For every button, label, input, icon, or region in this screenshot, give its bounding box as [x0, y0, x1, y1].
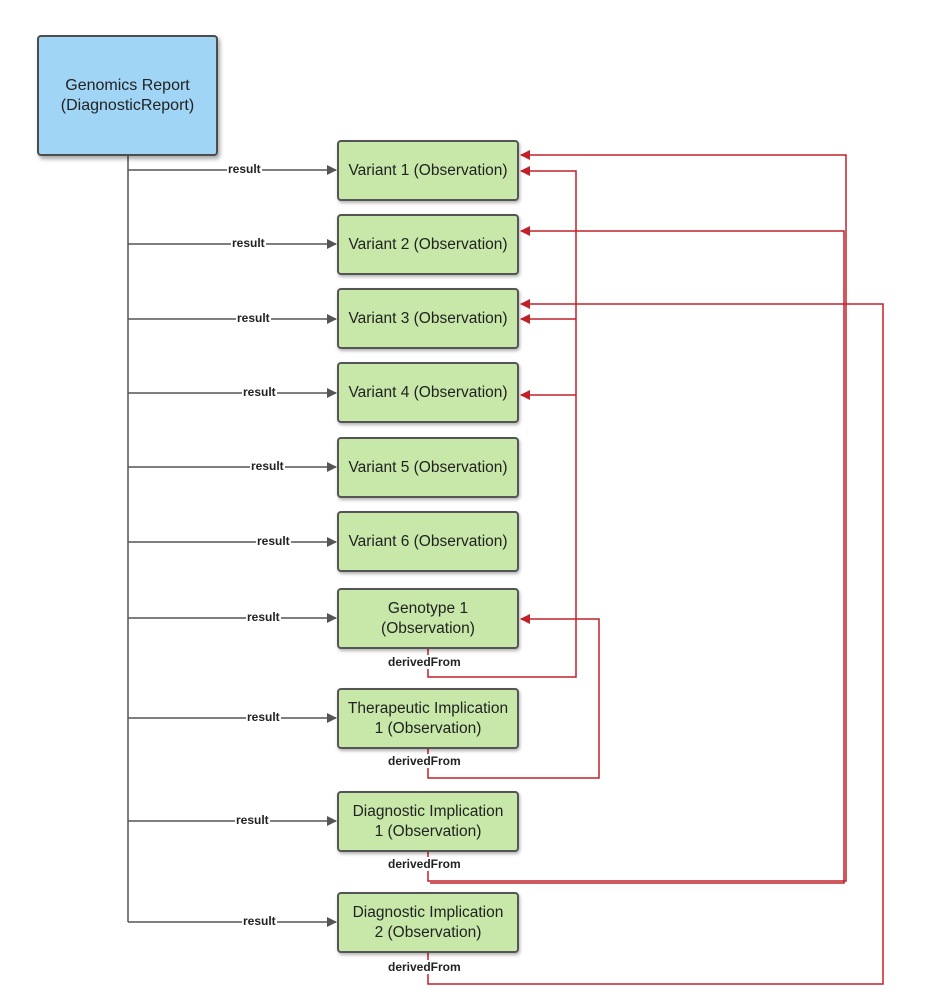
result-label-7: result	[246, 610, 281, 624]
node-label: Variant 3 (Observation)	[348, 309, 508, 327]
node-label: Diagnostic Implication	[352, 903, 504, 921]
genotype-1-node[interactable]: Genotype 1 (Observation)	[337, 588, 519, 649]
node-label: Variant 6 (Observation)	[348, 532, 508, 550]
result-label-4: result	[242, 385, 277, 399]
derived-edge-diag1-to-variant-1	[427, 150, 847, 882]
variant-4-node[interactable]: Variant 4 (Observation)	[337, 362, 519, 423]
variant-5-node[interactable]: Variant 5 (Observation)	[337, 437, 519, 498]
variant-6-node[interactable]: Variant 6 (Observation)	[337, 511, 519, 572]
variant-2-node[interactable]: Variant 2 (Observation)	[337, 214, 519, 275]
diagnostic-implication-1-node[interactable]: Diagnostic Implication 1 (Observation)	[337, 791, 519, 852]
therapeutic-implication-1-node[interactable]: Therapeutic Implication 1 (Observation)	[337, 688, 519, 749]
node-label-type: 2 (Observation)	[374, 923, 482, 941]
derived-label-diagnostic-2: derivedFrom	[387, 960, 462, 974]
node-label-type: 1 (Observation)	[374, 822, 482, 840]
result-label-1: result	[227, 162, 262, 176]
variant-3-node[interactable]: Variant 3 (Observation)	[337, 288, 519, 349]
variant-1-node[interactable]: Variant 1 (Observation)	[337, 140, 519, 201]
node-label-type: (Observation)	[381, 619, 475, 637]
node-label: Variant 4 (Observation)	[348, 383, 508, 401]
result-edges	[127, 156, 337, 927]
result-label-5: result	[250, 459, 285, 473]
derived-edge-therapeutic-to-genotype	[427, 614, 600, 779]
result-label-9: result	[235, 813, 270, 827]
result-label-6: result	[256, 534, 291, 548]
node-label: Variant 1 (Observation)	[348, 161, 508, 179]
derived-label-genotype: derivedFrom	[387, 655, 462, 669]
node-label: Variant 5 (Observation)	[348, 458, 508, 476]
result-label-10: result	[242, 914, 277, 928]
genomics-report-type: (DiagnosticReport)	[60, 96, 195, 114]
derived-label-diagnostic-1: derivedFrom	[387, 857, 462, 871]
diagnostic-implication-2-node[interactable]: Diagnostic Implication 2 (Observation)	[337, 892, 519, 953]
result-label-8: result	[246, 710, 281, 724]
node-label: Diagnostic Implication	[352, 802, 504, 820]
result-label-2: result	[231, 236, 266, 250]
derived-edge-diag1-to-variant-2	[430, 226, 845, 884]
result-label-3: result	[236, 311, 271, 325]
genomics-report-title: Genomics Report	[65, 76, 190, 94]
genomics-report-node[interactable]: Genomics Report (DiagnosticReport)	[37, 35, 218, 156]
node-label: Therapeutic Implication	[347, 699, 509, 717]
node-label: Genotype 1	[387, 599, 469, 617]
node-label: Variant 2 (Observation)	[348, 235, 508, 253]
node-label-type: 1 (Observation)	[374, 719, 482, 737]
derived-label-therapeutic: derivedFrom	[387, 754, 462, 768]
